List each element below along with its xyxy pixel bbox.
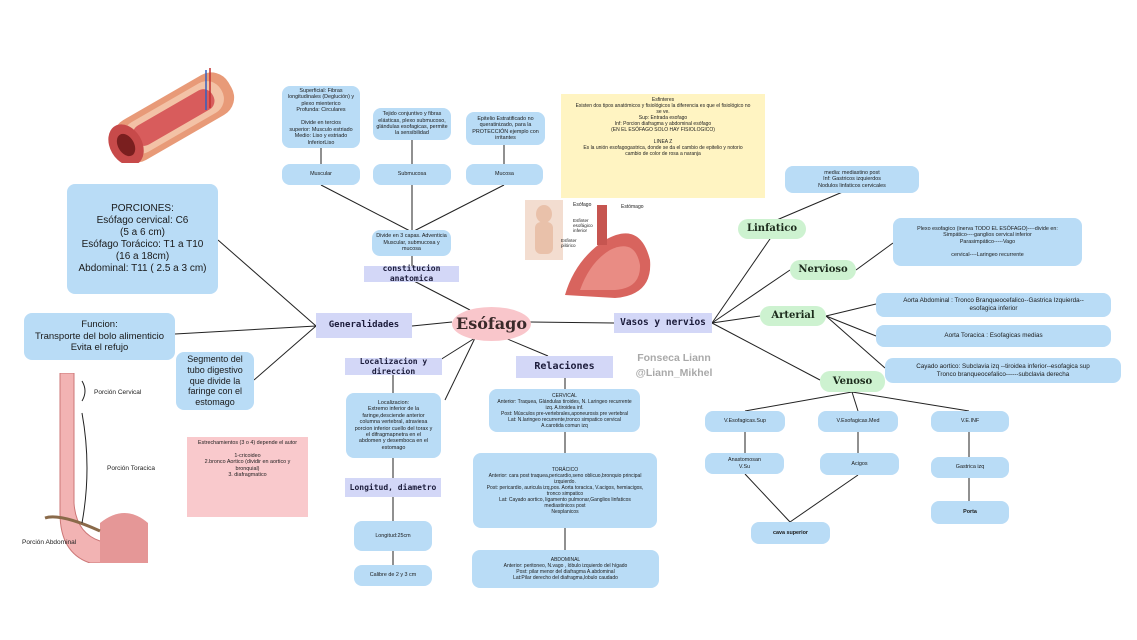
relacion-abdominal-node: ABDOMINAL Anterior: peritoneo, N.vago , …: [472, 550, 659, 588]
arterial-3-node: Cayado aortico: Subclavia izq --tiroidea…: [885, 358, 1121, 383]
esofago-label: Esófago: [573, 202, 592, 208]
relaciones-title: Relaciones: [516, 356, 613, 378]
muscular-node: Muscular: [282, 164, 360, 185]
longitud-node: Longitud:25cm: [354, 521, 432, 551]
generalidades-title: Generalidades: [316, 313, 412, 338]
arterial-1-node: Aorta Abdominal : Tronco Branqueocefalic…: [876, 293, 1111, 317]
calibre-node: Calibre de 2 y 3 cm: [354, 565, 432, 586]
porcion-cervical-label: Porción Cervical: [94, 389, 142, 396]
author-watermark: Fonseca Liann @Liann_Mikhel: [633, 351, 715, 381]
localizacion-desc-node: Localizacion: Extremo inferior de la far…: [346, 393, 441, 458]
porta-node: Porta: [931, 501, 1009, 524]
central-topic: Esófago: [452, 307, 531, 341]
mucosa-node: Mucosa: [466, 164, 543, 185]
estrechamientos-node: Estrechamientos (3 o 4) depende el autor…: [187, 437, 308, 517]
cava-superior-node: cava superior: [751, 522, 830, 544]
author-name: Fonseca Liann: [637, 352, 711, 364]
arterial-node: Arterial: [760, 306, 826, 326]
porcion-abdominal-label: Porción Abdominal: [22, 539, 77, 546]
v-esofagicas-sup-node: V.Esofagicas.Sup: [705, 411, 785, 432]
v-esofagicas-med-node: V.Esofagicas.Med: [818, 411, 898, 432]
vasos-nervios-title: Vasos y nervios: [614, 313, 712, 333]
esfinter-inferior-label: Esfinter esofágico inferior: [573, 218, 593, 233]
relacion-cervical-node: CERVICAL Anterior: Traquea, Glándulas ti…: [489, 389, 640, 432]
submucosa-node: Submucosa: [373, 164, 451, 185]
author-handle: @Liann_Mikhel: [635, 367, 713, 380]
porcion-toracica-label: Porción Toracica: [107, 465, 155, 472]
venoso-node: Venoso: [820, 371, 885, 392]
linfatico-node: Linfatico: [738, 219, 806, 239]
linfatico-desc-node: media: mediastino post Inf: Gastricos iz…: [785, 166, 919, 193]
nervioso-desc-node: Plexo esofagico (inerva TODO EL ESÓFAGO)…: [893, 218, 1082, 266]
stomach-illustration: [525, 200, 651, 298]
relacion-toracico-node: TORÁCICO Anterior: cara post traquea,per…: [473, 453, 657, 528]
submucosa-desc-node: Tejido conjuntivo y fibras elásticas, pl…: [373, 108, 451, 140]
muscular-desc-node: Superficial: Fibras longitudinales (Degl…: [282, 86, 360, 148]
nervioso-node: Nervioso: [790, 260, 856, 280]
v-e-inf-node: V.E.INF: [931, 411, 1009, 432]
esophagus-layers-illustration: [108, 68, 235, 163]
capas-node: Divide en 3 capas. Adventicia Muscular, …: [372, 230, 451, 256]
funcion-node: Funcion: Transporte del bolo alimenticio…: [24, 313, 175, 360]
anastomosan-node: Anastomosan V.Su: [705, 453, 784, 474]
arterial-2-node: Aorta Toracica : Esofagicas medias: [876, 325, 1111, 347]
estomago-label: Estómago: [621, 204, 644, 210]
constitucion-title: constitucion anatomica: [364, 264, 459, 283]
esophagus-portions-illustration: [44, 373, 148, 563]
acigos-node: Acigos: [820, 453, 899, 475]
porciones-node: PORCIONES: Esófago cervical: C6 (5 a 6 c…: [67, 184, 218, 294]
longitud-title: Longitud, diametro: [345, 478, 441, 497]
esfinteres-node: Esfinteres Existen dos tipos anatómicos …: [561, 94, 765, 198]
localizacion-title: Localizacion y direccion: [345, 357, 442, 376]
segmento-node: Segmento del tubo digestivo que divide l…: [176, 352, 254, 410]
gastrica-izq-node: Gastrica izq: [931, 457, 1009, 478]
mucosa-desc-node: Epitelio Estratificado no queratinizado,…: [466, 112, 545, 145]
esfinter-pilorico-label: Esfinter pilórico: [561, 238, 577, 248]
